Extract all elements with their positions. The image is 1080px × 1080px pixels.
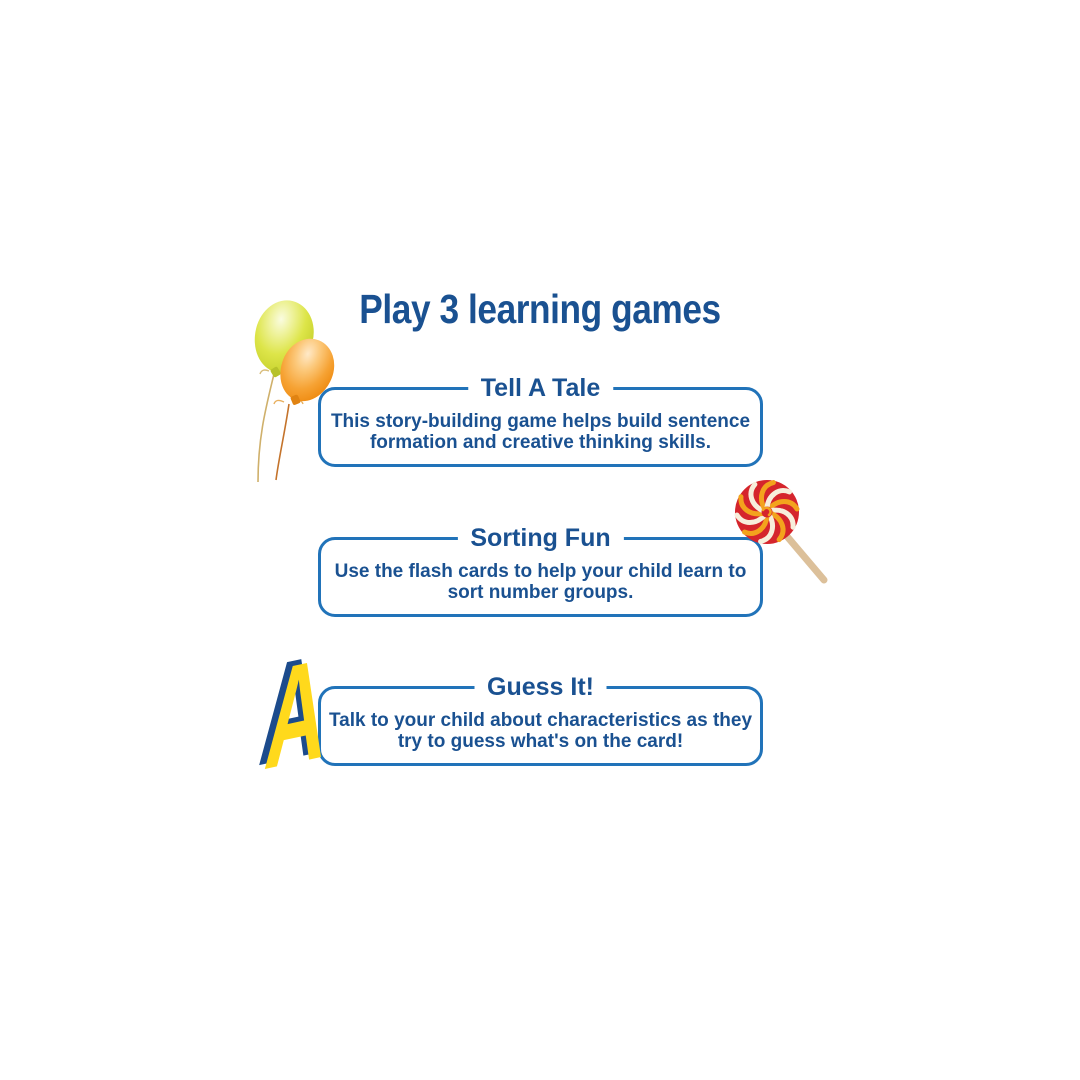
game-card-title: Sorting Fun [457, 524, 624, 552]
game-card-description: Use the flash cards to help your child l… [335, 551, 747, 603]
description-line: Talk to your child about characteristics… [328, 710, 753, 731]
description-line: formation and creative thinking skills. [369, 432, 712, 453]
letter-a-face: A [261, 645, 333, 780]
description-line: Use the flash cards to help your child l… [334, 561, 747, 582]
page-title: Play 3 learning games [359, 286, 721, 332]
game-card-tell-a-tale: Tell A Tale This story-building game hel… [318, 374, 763, 467]
game-card-description: Talk to your child about characteristics… [329, 700, 752, 752]
game-card-description: This story-building game helps build sen… [331, 401, 750, 453]
description-line: try to guess what's on the card! [397, 731, 684, 752]
letter-a-icon: A A [255, 645, 333, 780]
game-card-title: Tell A Tale [467, 374, 614, 402]
game-card-sorting-fun: Sorting Fun Use the flash cards to help … [318, 524, 763, 617]
letter-a-shadow: A [255, 645, 327, 780]
lollipop-icon [734, 480, 828, 584]
game-card-title: Guess It! [474, 673, 607, 701]
description-line: sort number groups. [447, 582, 634, 603]
game-card-guess-it: Guess It! Talk to your child about chara… [318, 673, 763, 766]
description-line: This story-building game helps build sen… [330, 411, 751, 432]
